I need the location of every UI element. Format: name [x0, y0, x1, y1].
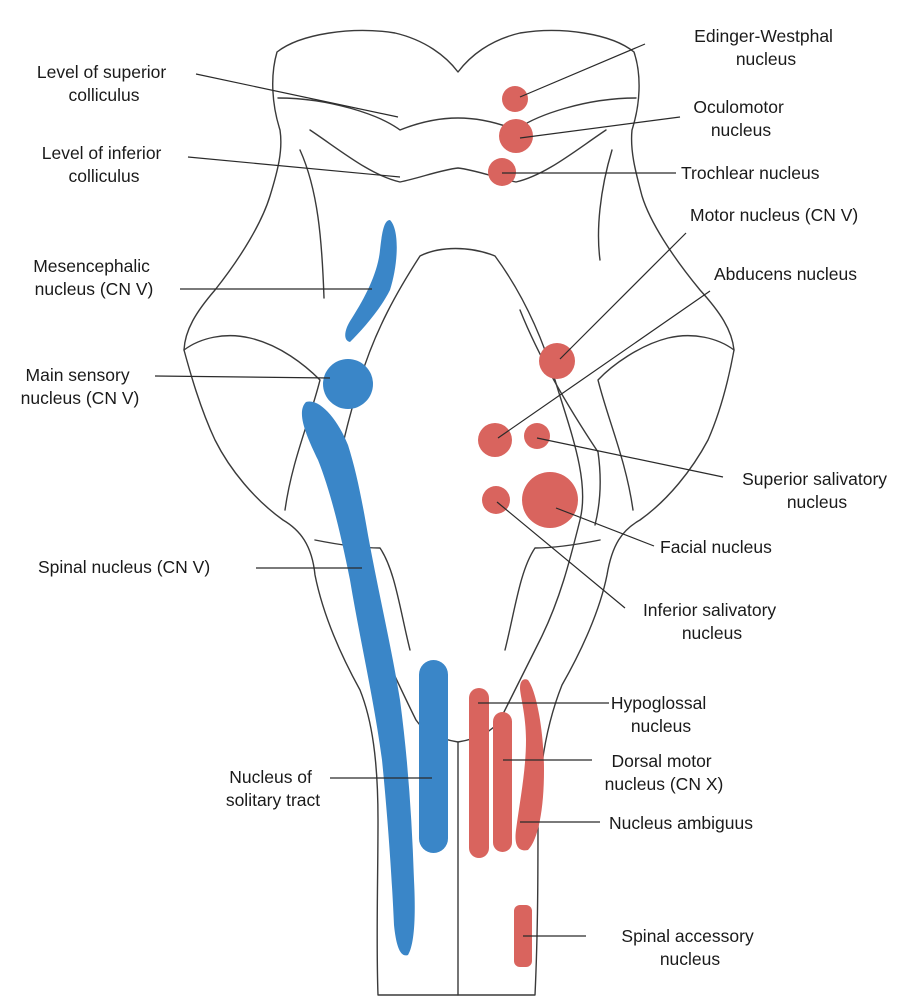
abducens-nucleus	[478, 423, 512, 457]
label-trochlear: Trochlear nucleus	[681, 163, 820, 183]
nucleus-of-solitary-tract	[419, 660, 448, 853]
leader-lines	[154, 43, 724, 937]
leader-inferior-salivatory	[496, 501, 626, 609]
nucleus-ambiguus	[515, 679, 544, 851]
mesencephalic-nucleus	[345, 220, 397, 342]
leader-superior-colliculus	[195, 73, 399, 118]
label-ambiguus: Nucleus ambiguus	[609, 813, 753, 833]
facial-nucleus	[522, 472, 578, 528]
leader-oculomotor	[519, 116, 681, 139]
main-sensory-nucleus	[323, 359, 373, 409]
label-motor-cn-v: Motor nucleus (CN V)	[690, 205, 858, 225]
superior-salivatory-nucleus	[524, 423, 550, 449]
label-edinger-westphal: Edinger-Westphal nucleus	[694, 26, 838, 69]
leader-abducens	[497, 290, 711, 439]
midbrain-right-groove	[597, 149, 613, 261]
label-mesencephalic: Mesencephalic nucleus (CN V)	[33, 256, 155, 299]
leader-superior-salivatory	[536, 437, 724, 478]
label-inferior-salivatory: Inferior salivatory nucleus	[643, 600, 781, 643]
motor-nuclei	[469, 86, 578, 967]
label-spinal-trigeminal: Spinal nucleus (CN V)	[38, 557, 210, 577]
label-abducens: Abducens nucleus	[714, 264, 857, 284]
brainstem-outline	[183, 29, 735, 996]
leader-inferior-colliculus	[187, 156, 401, 178]
colliculi-upper-margin	[277, 97, 637, 131]
right-peduncle-inner	[519, 309, 601, 526]
leader-edinger-westphal	[519, 43, 646, 98]
leader-main-sensory	[154, 375, 331, 379]
leader-motor-cn-v	[559, 232, 687, 360]
motor-nucleus-cn-v	[539, 343, 575, 379]
leader-facial	[555, 507, 655, 547]
medulla-left-contour	[314, 539, 411, 651]
brainstem-outer-contour	[183, 29, 735, 996]
label-dorsal-motor-x: Dorsal motor nucleus (CN X)	[605, 751, 724, 794]
label-solitary: Nucleus of solitary tract	[226, 767, 320, 810]
label-superior-salivatory: Superior salivatory nucleus	[742, 469, 892, 512]
oculomotor-nucleus	[499, 119, 533, 153]
right-cerebellar-peduncle	[597, 335, 735, 511]
sensory-nuclei	[301, 220, 448, 956]
trochlear-nucleus	[488, 158, 516, 186]
colliculi-lower-margin	[309, 129, 607, 183]
label-superior-colliculus: Level of superior colliculus	[37, 62, 171, 105]
label-oculomotor: Oculomotor nucleus	[693, 97, 788, 140]
label-spinal-accessory: Spinal accessory nucleus	[621, 926, 758, 969]
labels: Level of superior colliculus Level of in…	[21, 26, 892, 969]
label-facial: Facial nucleus	[660, 537, 772, 557]
hypoglossal-nucleus	[469, 688, 489, 858]
label-hypoglossal: Hypoglossal nucleus	[611, 693, 711, 736]
dorsal-motor-nucleus-cn-x	[493, 712, 512, 852]
label-main-sensory: Main sensory nucleus (CN V)	[21, 365, 140, 408]
left-cerebellar-peduncle	[183, 335, 321, 511]
edinger-westphal-nucleus	[502, 86, 528, 112]
spinal-trigeminal-nucleus	[301, 401, 415, 956]
midbrain-left-groove	[299, 149, 325, 299]
medulla-right-contour	[504, 539, 601, 651]
label-inferior-colliculus: Level of inferior colliculus	[42, 143, 167, 186]
